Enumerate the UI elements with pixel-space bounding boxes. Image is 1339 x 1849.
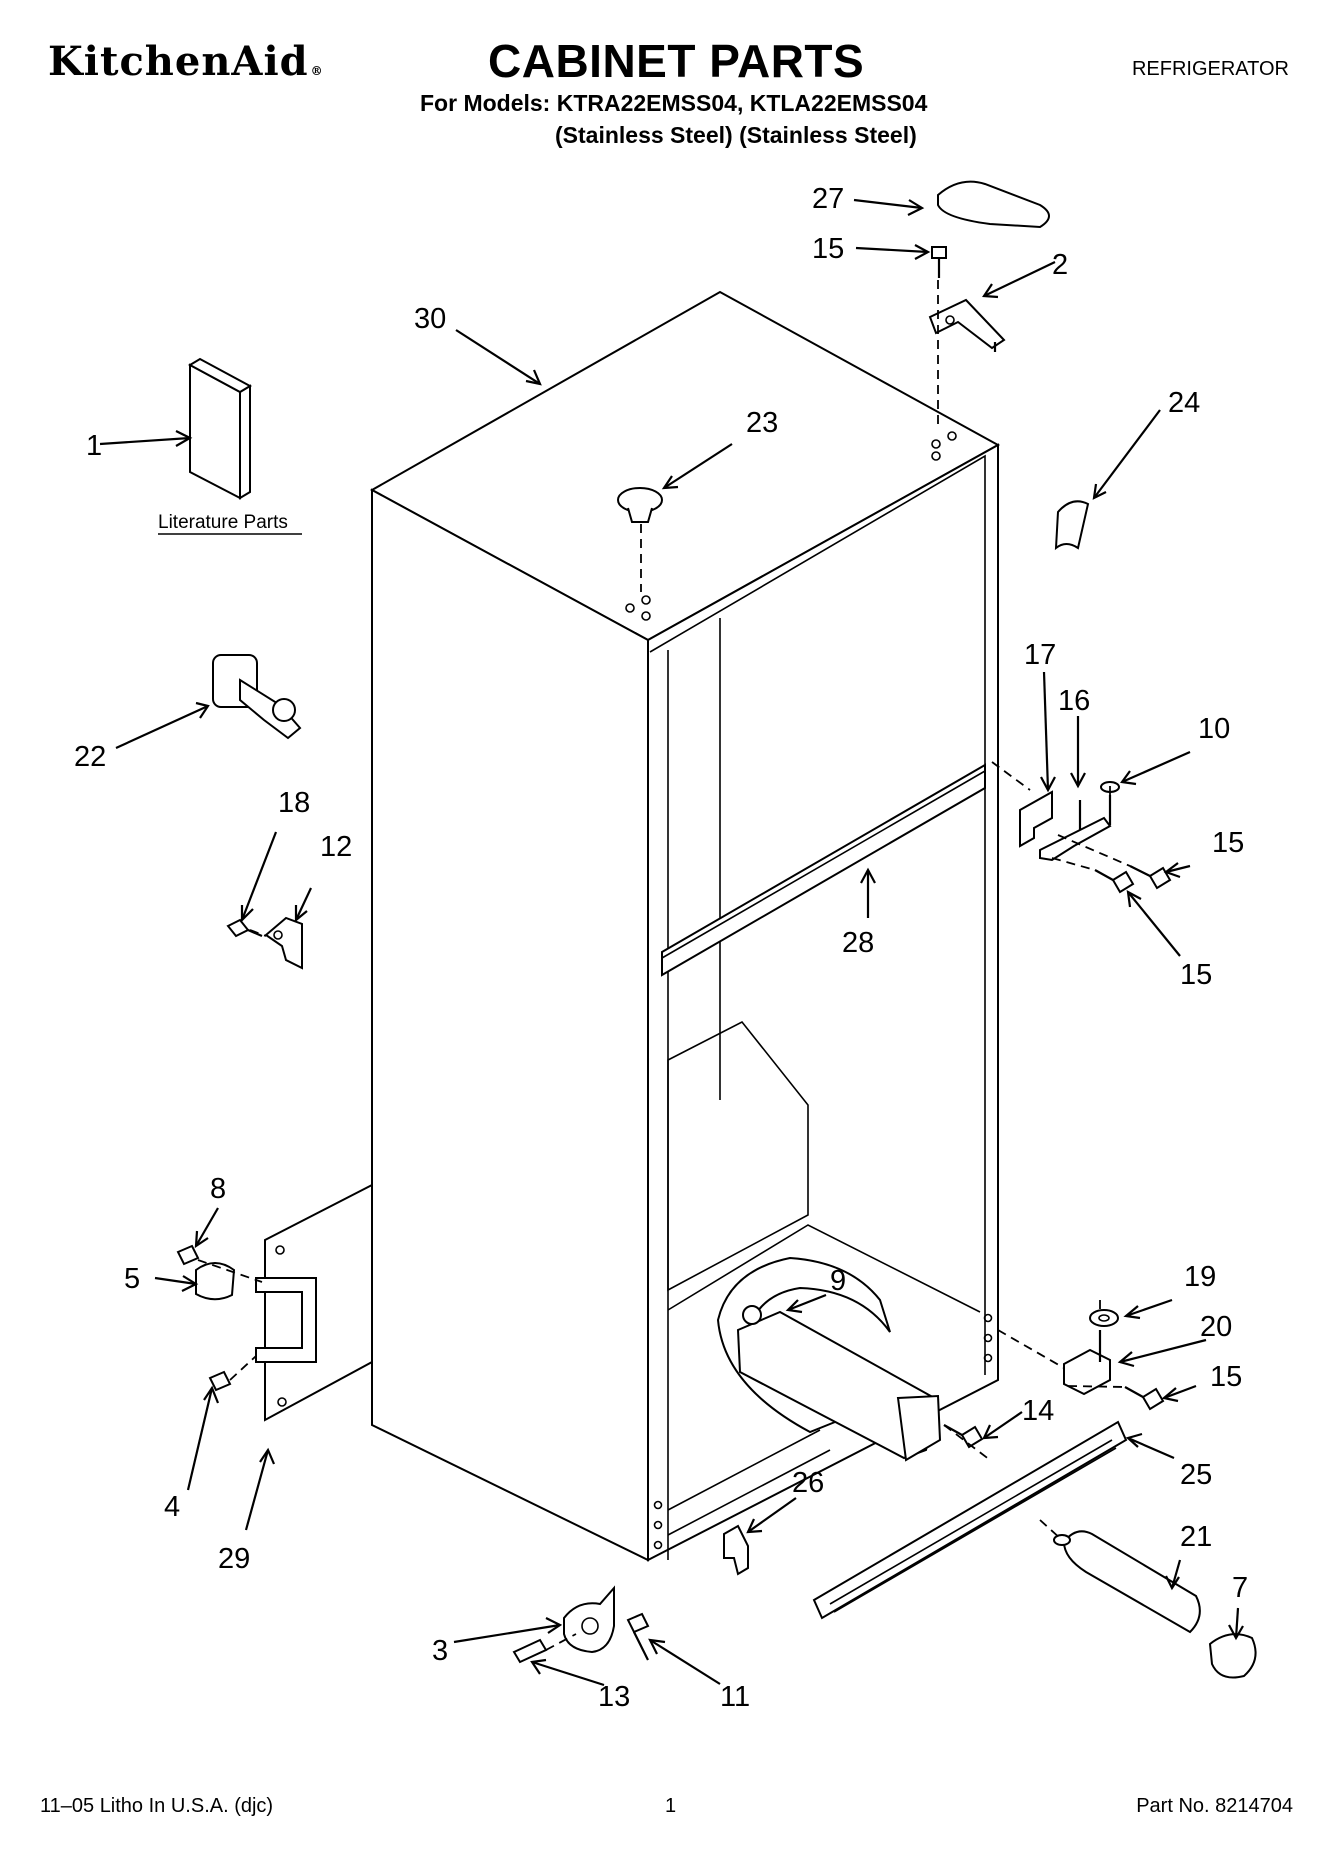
appliance-category: REFRIGERATOR [1131, 58, 1289, 80]
hinge-cap [937, 180, 1050, 229]
callout-1: 1 [86, 430, 102, 462]
callout-9: 9 [830, 1265, 846, 1297]
callout-20: 20 [1200, 1311, 1232, 1343]
cabinet-body [369, 290, 1001, 1562]
callout-12: 12 [320, 831, 352, 863]
callout-7: 7 [1232, 1572, 1248, 1604]
hinge-screws [931, 246, 1172, 1411]
callout-25: 25 [1180, 1459, 1212, 1491]
callout-22: 22 [74, 741, 106, 773]
callout-4: 4 [164, 1491, 180, 1523]
print-info: 11–05 Litho In U.S.A. (djc) [40, 1795, 274, 1817]
mullion-rail [661, 763, 986, 977]
brand-logo: KitchenAid® [48, 38, 324, 85]
literature-parts-label: Literature Parts [158, 512, 288, 533]
callout-14: 14 [1022, 1395, 1054, 1427]
callout-21: 21 [1180, 1521, 1212, 1553]
callout-23: 23 [746, 407, 778, 439]
mounting-screw [943, 1424, 984, 1449]
door-stop-bracket [226, 916, 303, 970]
callout-11: 11 [720, 1681, 750, 1713]
brand-name: KitchenAid [48, 38, 309, 85]
brand-registered-mark: ® [310, 64, 324, 78]
callout-15-center-upper: 15 [1212, 827, 1244, 859]
callout-26: 26 [792, 1467, 824, 1499]
lower-hinge-assembly [176, 1183, 373, 1422]
callout-18: 18 [278, 787, 310, 819]
callout-16: 16 [1058, 685, 1090, 717]
water-filter-cartridge [1053, 1530, 1257, 1679]
model-variants: (Stainless Steel) (Stainless Steel) [555, 122, 917, 148]
water-filter-housing [812, 1420, 1128, 1620]
model-list: For Models: KTRA22EMSS04, KTLA22EMSS04 [420, 90, 928, 116]
page-title: CABINET PARTS [488, 35, 865, 87]
callout-24: 24 [1168, 387, 1200, 419]
callout-3: 3 [432, 1635, 448, 1667]
callout-15-top: 15 [812, 233, 844, 265]
leveling-roller [512, 1585, 650, 1664]
literature-booklet [187, 357, 253, 500]
center-hinge [1019, 781, 1120, 862]
callout-leaders [99, 198, 1244, 1687]
callout-15-center-lower: 15 [1180, 959, 1212, 991]
assembly-guides [197, 280, 1131, 1651]
callout-28: 28 [842, 927, 874, 959]
callout-5: 5 [124, 1263, 140, 1295]
callout-17: 17 [1024, 639, 1056, 671]
retaining-clip [723, 1524, 749, 1576]
callout-8: 8 [210, 1173, 226, 1205]
top-hinge [928, 298, 1006, 352]
hinge-cover [1054, 500, 1090, 551]
callout-30: 30 [414, 303, 446, 335]
hinge-pin-assembly [212, 654, 302, 740]
page-number: 1 [665, 1795, 677, 1817]
callout-2: 2 [1052, 249, 1068, 281]
callout-27: 27 [812, 183, 844, 215]
callout-13: 13 [598, 1681, 630, 1713]
callout-19: 19 [1184, 1261, 1216, 1293]
drain-tube [716, 1256, 942, 1462]
callout-10: 10 [1198, 713, 1230, 745]
part-number: Part No. 8214704 [1136, 1795, 1293, 1817]
washer-and-pin [1063, 1309, 1119, 1396]
callout-29: 29 [218, 1543, 250, 1575]
top-plug [617, 487, 663, 523]
callout-15-lower: 15 [1210, 1361, 1242, 1393]
